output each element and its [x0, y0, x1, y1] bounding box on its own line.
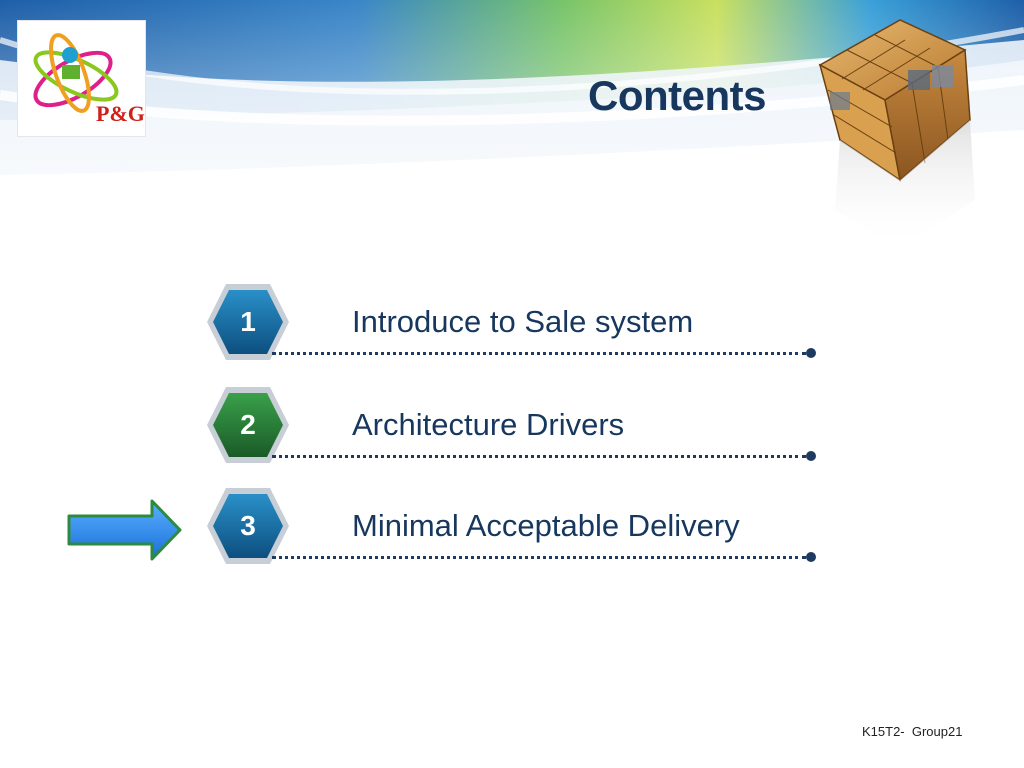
contents-item-2[interactable]: 2 Architecture Drivers [200, 385, 830, 465]
hexagon-badge-3: 3 [206, 486, 290, 566]
dotted-divider [272, 556, 806, 559]
item-label-3: Minimal Acceptable Delivery [352, 508, 740, 543]
contents-item-3[interactable]: 3 Minimal Acceptable Delivery [200, 486, 830, 566]
divider-end-dot [806, 552, 816, 562]
pg-logo: P&G [17, 20, 146, 137]
contents-item-1[interactable]: 1 Introduce to Sale system [200, 282, 830, 362]
item-number-1: 1 [240, 306, 256, 337]
slide-footer: K15T2- Group21 [862, 724, 963, 739]
divider-end-dot [806, 348, 816, 358]
hexagon-badge-2: 2 [206, 385, 290, 465]
photo-cube-image [800, 10, 990, 265]
dotted-divider [272, 455, 806, 458]
slide-title: Contents [588, 72, 767, 119]
logo-text: P&G [96, 101, 145, 126]
item-number-2: 2 [240, 409, 256, 440]
item-label-1: Introduce to Sale system [352, 304, 694, 339]
divider-end-dot [806, 451, 816, 461]
right-arrow-icon [66, 498, 184, 567]
dotted-divider [272, 352, 806, 355]
item-label-2: Architecture Drivers [352, 407, 625, 442]
hexagon-badge-1: 1 [206, 282, 290, 362]
item-number-3: 3 [240, 510, 256, 541]
